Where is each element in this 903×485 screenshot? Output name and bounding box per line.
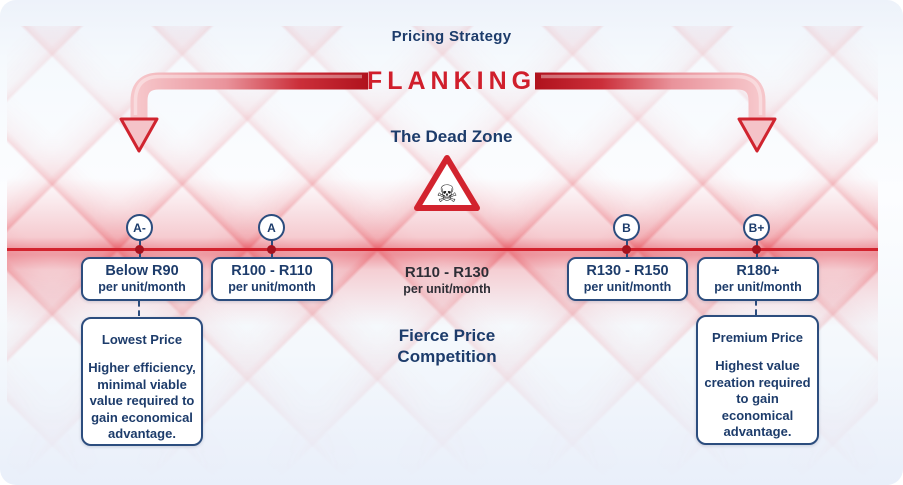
dead-zone-price: R110 - R130 per unit/month: [380, 264, 514, 297]
fierce-price-competition-label: Fierce Price Competition: [397, 326, 497, 366]
marker-circle-b: B: [613, 214, 640, 241]
skull-icon: ☠: [436, 181, 458, 208]
marker-label: B+: [748, 220, 765, 235]
price-range: R100 - R110: [231, 263, 313, 279]
price-unit: per unit/month: [228, 280, 316, 294]
flank-arrow-right-icon: [535, 72, 777, 153]
marker-label: B: [622, 220, 631, 235]
axis-dot: [135, 245, 144, 254]
dashed-connector: [138, 301, 140, 316]
price-box-a-minus: Below R90 per unit/month: [81, 257, 203, 301]
price-unit: per unit/month: [583, 280, 672, 294]
detail-title: Lowest Price: [101, 332, 183, 347]
price-range: Below R90: [105, 263, 179, 279]
detail-body: Highest value creation required to gain …: [704, 358, 811, 439]
price-axis-line: [7, 248, 878, 251]
marker-label: A-: [133, 220, 146, 235]
marker-circle-a: A: [258, 214, 285, 241]
strategy-title: FLANKING: [366, 67, 537, 95]
price-unit: per unit/month: [403, 282, 491, 296]
price-range: R180+: [736, 263, 780, 279]
price-box-b: R130 - R150 per unit/month: [567, 257, 688, 301]
dashed-connector: [755, 300, 757, 315]
price-range: R110 - R130: [404, 264, 490, 281]
detail-body: Higher efficiency, minimal viable value …: [88, 360, 196, 441]
skull-warning-triangle-icon: ☠: [414, 155, 480, 211]
marker-circle-a-minus: A-: [126, 214, 153, 241]
price-unit: per unit/month: [98, 280, 186, 294]
premium-price-box: Premium Price Highest value creation req…: [696, 315, 819, 445]
axis-dot: [622, 245, 631, 254]
marker-label: A: [267, 220, 276, 235]
price-box-a: R100 - R110 per unit/month: [211, 257, 333, 301]
flank-arrow-left-icon: [119, 72, 368, 153]
page-title: Pricing Strategy: [391, 28, 512, 45]
axis-dot: [752, 245, 761, 254]
price-range: R130 - R150: [586, 263, 669, 279]
price-unit: per unit/month: [714, 280, 802, 294]
price-box-b-plus: R180+ per unit/month: [697, 257, 819, 301]
axis-dot: [267, 245, 276, 254]
lowest-price-box: Lowest Price Higher efficiency, minimal …: [81, 317, 203, 446]
dead-zone-label: The Dead Zone: [390, 127, 513, 146]
marker-circle-b-plus: B+: [743, 214, 770, 241]
detail-title: Premium Price: [711, 330, 804, 345]
